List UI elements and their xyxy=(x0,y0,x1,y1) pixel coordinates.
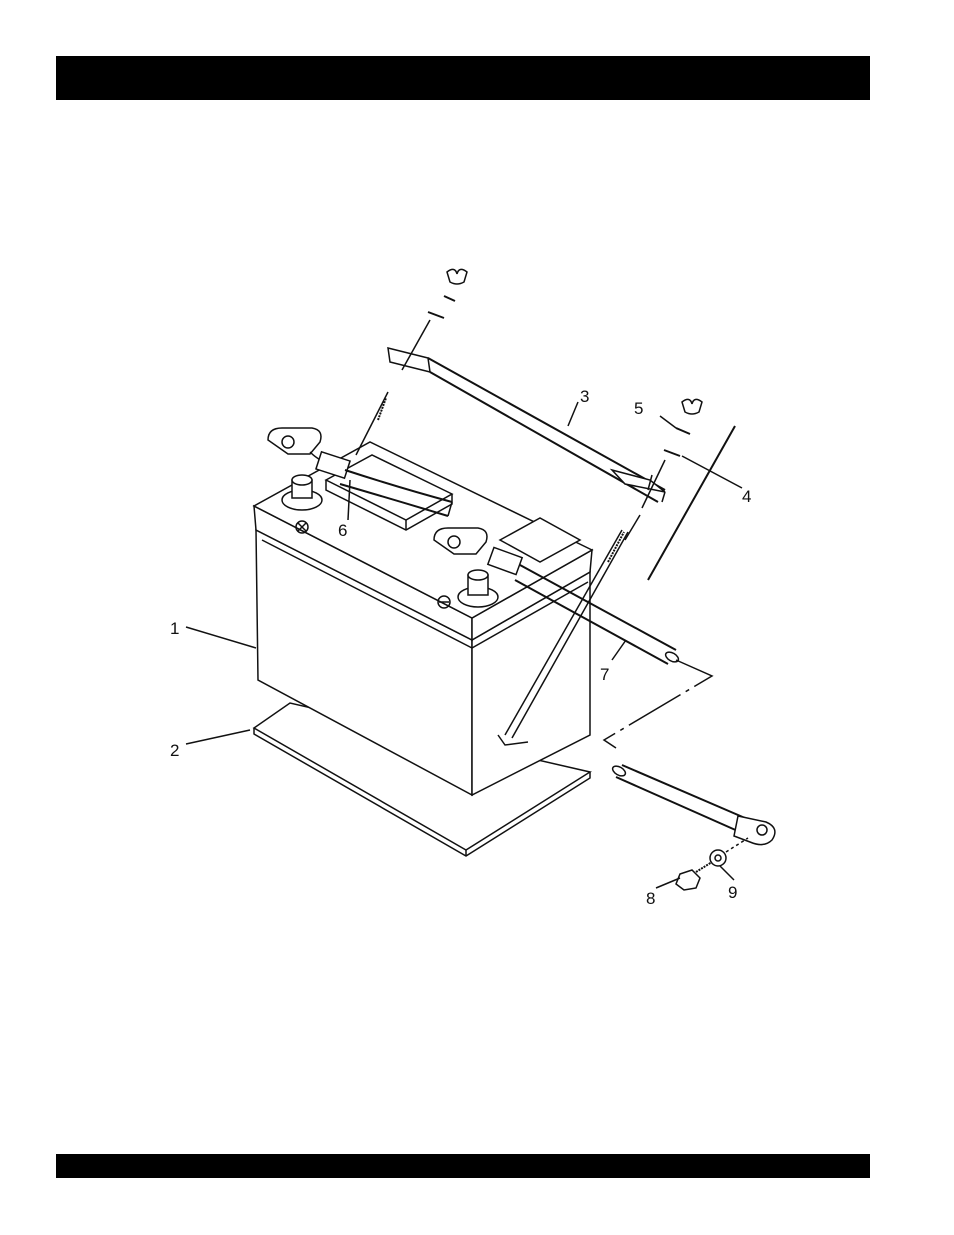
callout-9: 9 xyxy=(728,883,737,902)
callout-7: 7 xyxy=(600,665,609,684)
footer-bar xyxy=(56,1154,870,1178)
right-hardware xyxy=(625,399,735,580)
callout-2: 2 xyxy=(170,741,179,760)
callout-3: 3 xyxy=(580,387,589,406)
callout-8: 8 xyxy=(646,889,655,908)
callout-6: 6 xyxy=(338,521,347,540)
callout-5: 5 xyxy=(634,399,643,418)
callout-1: 1 xyxy=(170,619,179,638)
callout-4: 4 xyxy=(742,487,751,506)
